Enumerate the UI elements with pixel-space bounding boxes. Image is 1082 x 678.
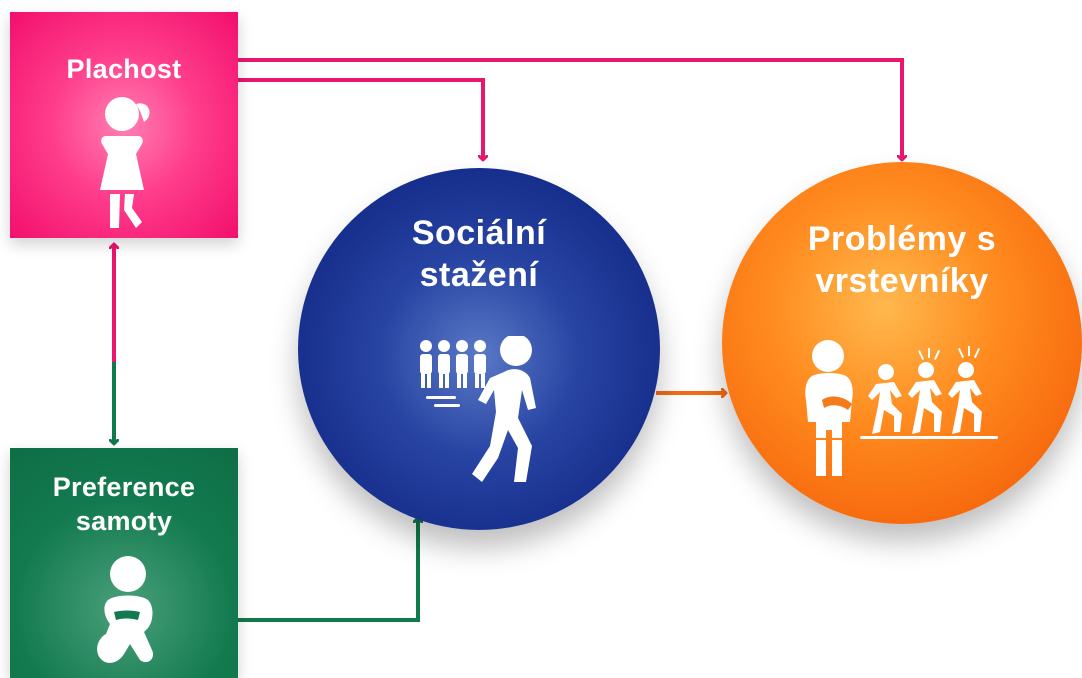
group-people xyxy=(420,340,486,388)
solitude-box: Preference samoty xyxy=(10,448,238,678)
peer-problems-circle: Problémy s vrstevníky xyxy=(722,162,1082,524)
excluded-child-with-playing-kids-icon xyxy=(805,340,998,476)
sad-child xyxy=(805,340,853,476)
solitude-label-line2: samoty xyxy=(75,506,173,536)
peer-problems-label: Problémy s vrstevníky xyxy=(722,218,1082,302)
solitude-label-line1: Preference xyxy=(52,472,196,502)
withdrawal-label-line2: stažení xyxy=(419,256,539,294)
withdrawal-label: Sociální stažení xyxy=(298,212,660,296)
withdrawal-circle: Sociální stažení xyxy=(298,168,660,530)
walking-away-from-group-icon xyxy=(420,336,536,482)
arrow-shyness-to-withdrawal xyxy=(238,78,483,160)
shy-girl-icon xyxy=(100,97,150,228)
shyness-label-line1: Plachost xyxy=(66,54,182,84)
shyness-box: Plachost xyxy=(10,12,238,238)
solitude-label: Preference samoty xyxy=(10,470,238,538)
peer-problems-label-line1: Problémy s xyxy=(807,220,997,258)
withdrawal-label-line1: Sociální xyxy=(411,214,547,252)
peer-problems-label-line2: vrstevníky xyxy=(815,262,989,300)
shyness-label: Plachost xyxy=(10,52,238,86)
arrow-solitude-to-withdrawal xyxy=(238,518,418,622)
sitting-hugging-knees-icon xyxy=(97,556,154,663)
arrow-shyness-to-peer-problems xyxy=(238,58,902,160)
